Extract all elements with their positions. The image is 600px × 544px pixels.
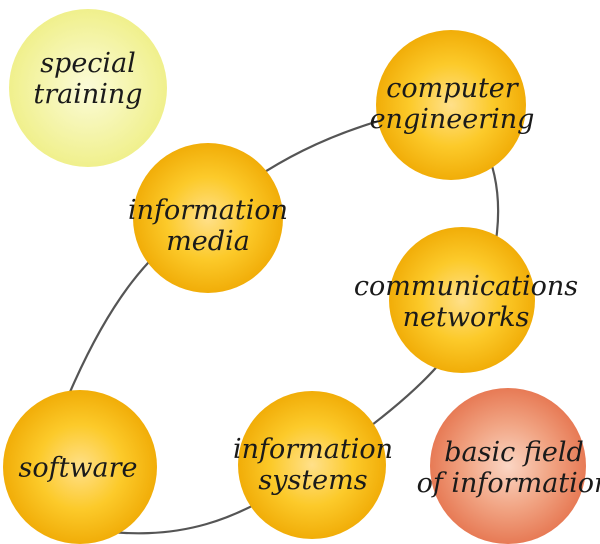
basic-field-line-1: basic field [444, 437, 584, 468]
software-label: software [18, 453, 137, 484]
basic-field-of-information-circle [430, 388, 586, 544]
information-media-label: information media [128, 195, 288, 257]
computer-engineering-line-2: engineering [369, 104, 535, 135]
special-training-label: special training [33, 48, 142, 110]
computer-engineering-label: computer engineering [370, 73, 535, 135]
information-media-line-1: information [127, 195, 289, 226]
computer-engineering-line-1: computer [386, 73, 518, 104]
basic-field-line-2: of information [416, 468, 600, 499]
special-training-line-2: training [33, 79, 143, 110]
information-systems-line-1: information [232, 434, 394, 465]
computer-engineering-circle [376, 30, 526, 180]
information-systems-circle [238, 391, 386, 539]
information-systems-line-2: systems [258, 465, 368, 496]
information-media-line-2: media [166, 226, 250, 257]
software-circle [3, 390, 157, 544]
communications-networks-line-1: communications [353, 271, 579, 302]
software-line-1: software [18, 452, 138, 484]
communications-networks-circle [389, 227, 535, 373]
information-media-circle [133, 143, 283, 293]
special-training-line-1: special [40, 48, 136, 79]
information-systems-label: information systems [233, 434, 393, 496]
communications-networks-line-2: networks [402, 302, 530, 333]
basic-field-of-information-label: basic field of information [417, 437, 600, 499]
communications-networks-label: communications networks [354, 271, 578, 333]
special-training-circle [9, 9, 167, 167]
